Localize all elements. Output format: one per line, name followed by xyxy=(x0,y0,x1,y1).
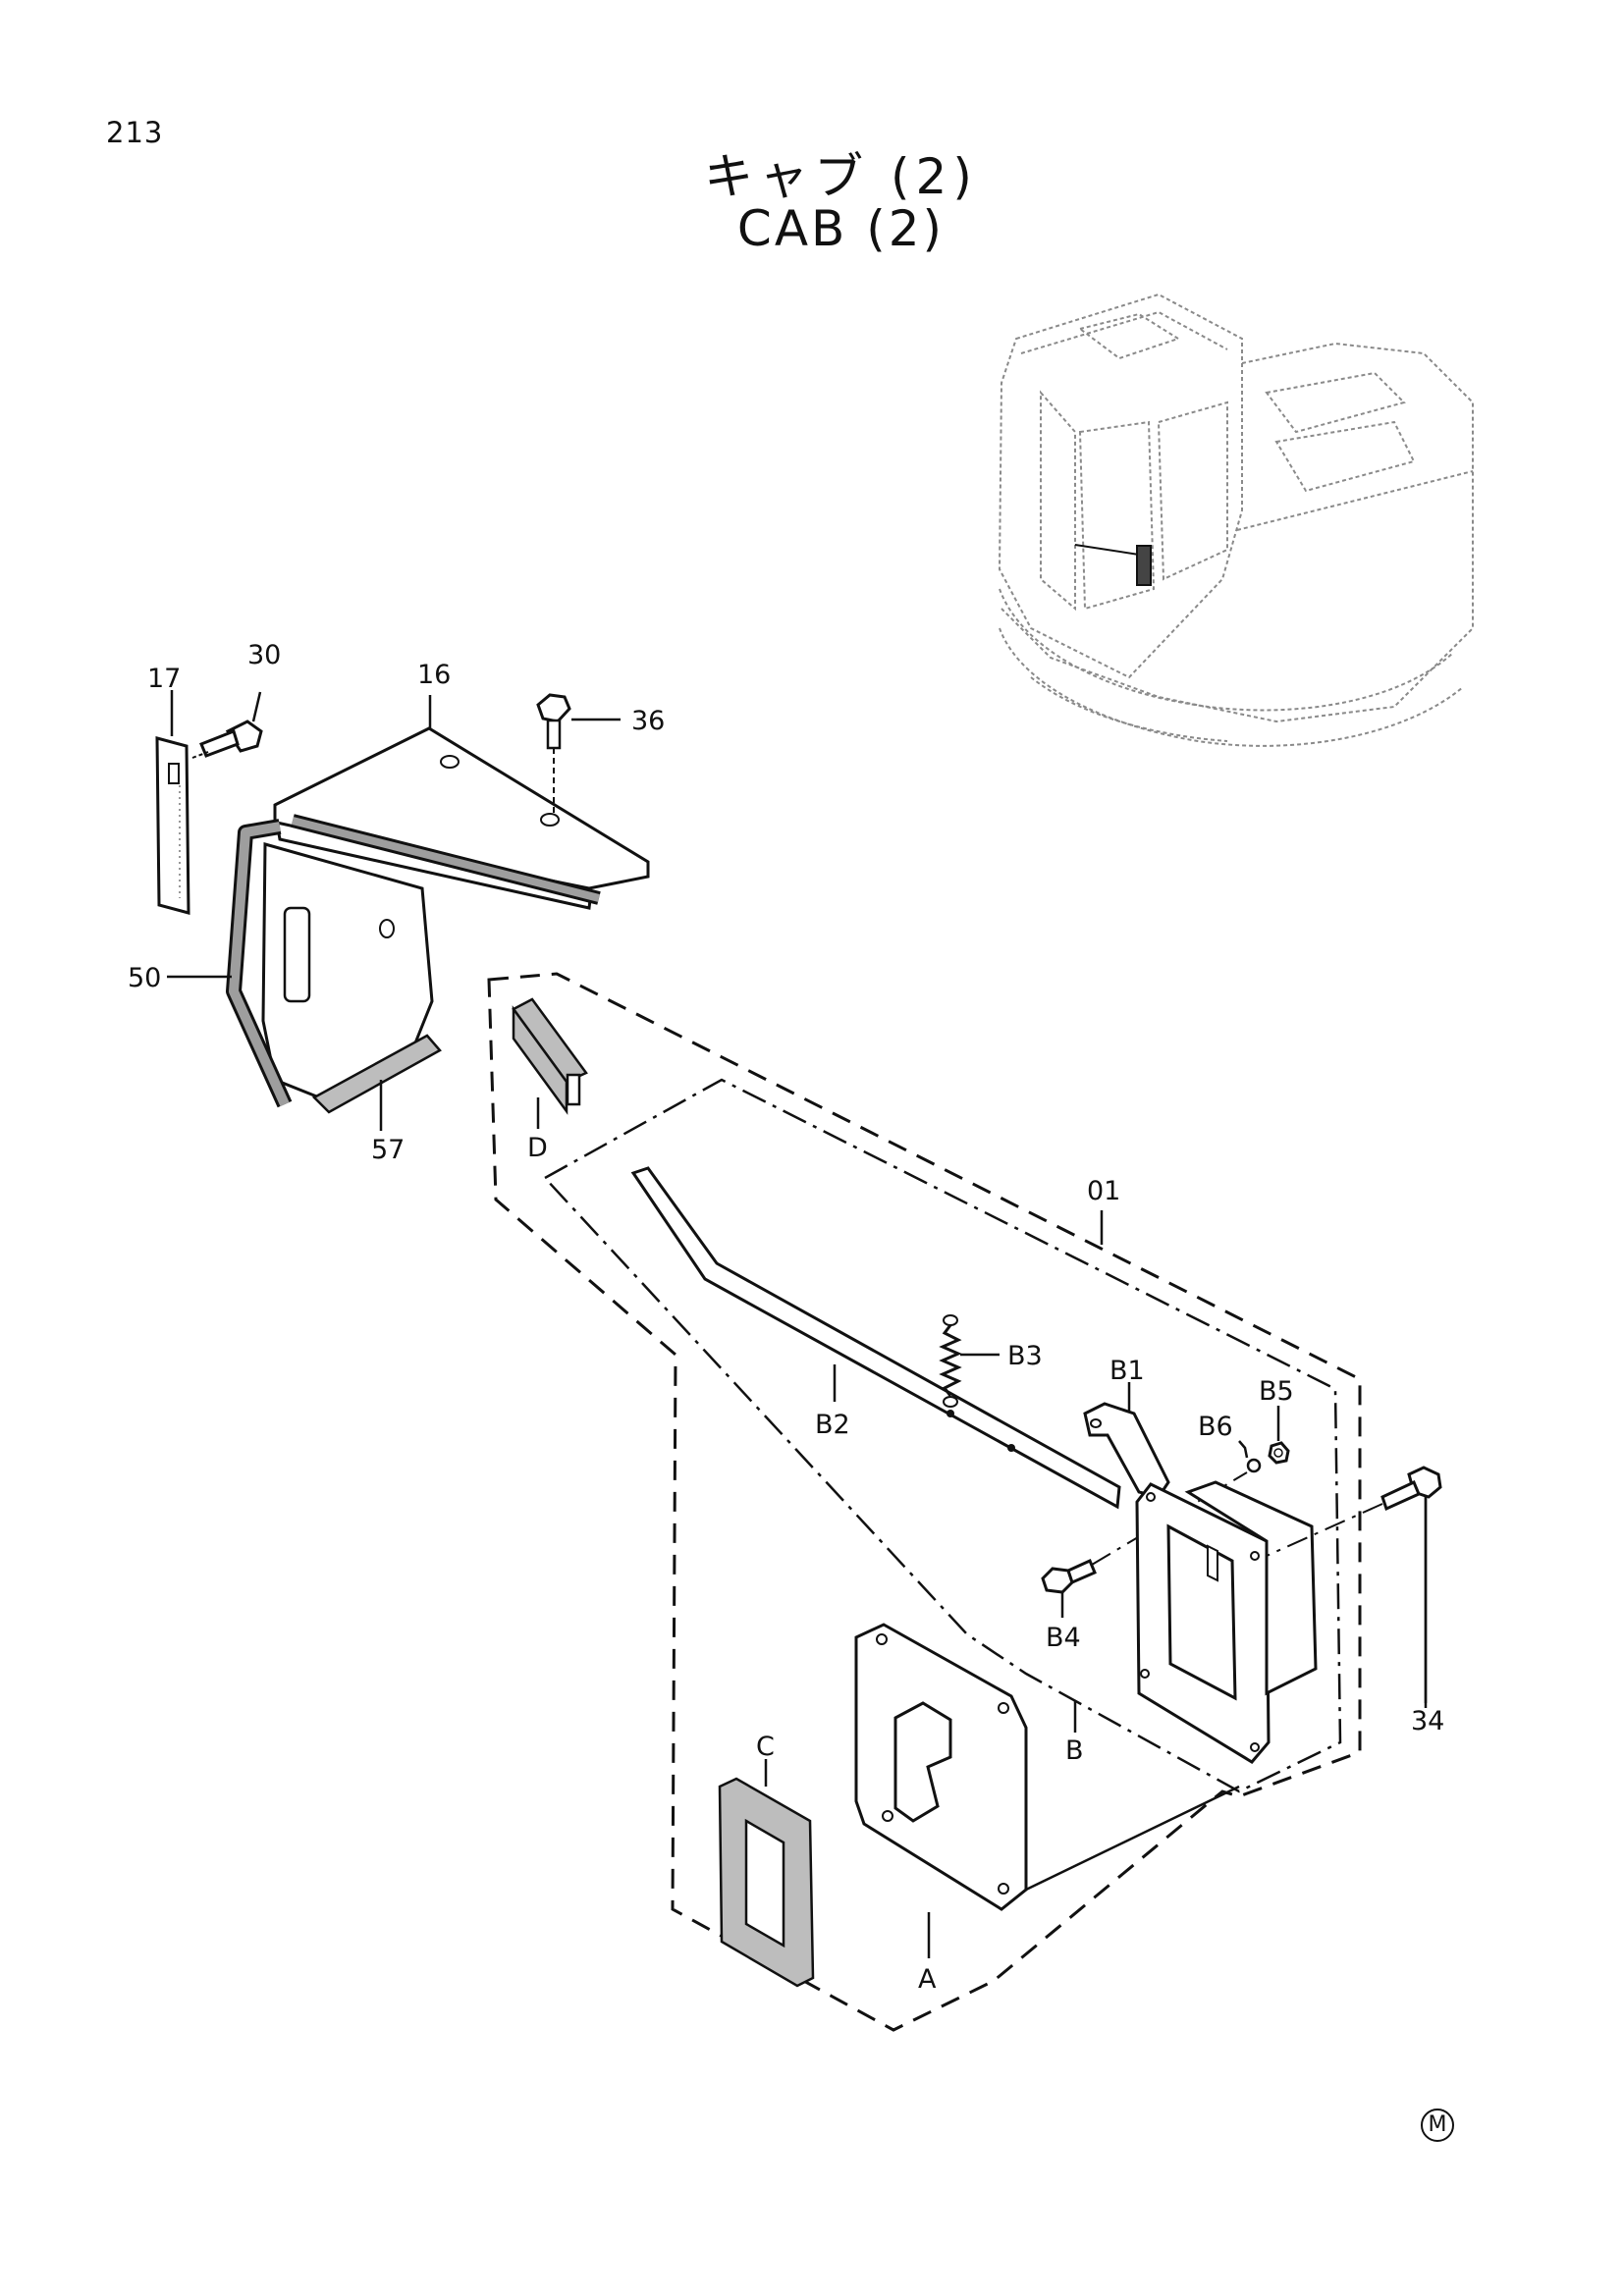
footer-mark: M xyxy=(1421,2109,1454,2142)
title-english: CAB (2) xyxy=(736,200,946,257)
callout-b2: B2 xyxy=(815,1410,850,1440)
callout-34: 34 xyxy=(1411,1706,1444,1736)
part-b-housing xyxy=(1073,1480,1318,1764)
part-57-seal xyxy=(311,1034,442,1131)
part-c-gasket xyxy=(718,1759,815,1988)
part-16-bracket xyxy=(261,695,650,1101)
callout-labels: 17 30 16 36 50 57 D 01 B3 B2 B1 B6 B5 B4… xyxy=(128,640,1444,1995)
part-30-bolt xyxy=(191,691,263,759)
callout-b1: B1 xyxy=(1109,1356,1145,1386)
callout-b3: B3 xyxy=(1007,1341,1043,1371)
part-34-bolt xyxy=(1266,1466,1442,1708)
callout-b4: B4 xyxy=(1046,1623,1081,1653)
part-36-screw xyxy=(536,693,621,817)
callout-01: 01 xyxy=(1087,1176,1120,1206)
callout-b: B xyxy=(1065,1735,1084,1766)
part-b5-nut xyxy=(1268,1406,1290,1465)
callout-17: 17 xyxy=(147,664,181,694)
subassembly-b-boundary xyxy=(543,1078,1342,1793)
callout-57: 57 xyxy=(371,1135,405,1165)
callout-16: 16 xyxy=(417,660,451,690)
part-b6-washer xyxy=(1238,1440,1262,1473)
callout-30: 30 xyxy=(247,640,281,670)
callout-d: D xyxy=(527,1133,548,1163)
part-50-channel xyxy=(167,814,601,1108)
callout-50: 50 xyxy=(128,963,161,993)
assembly-boundary xyxy=(487,972,1362,2032)
title-japanese: キャブ (2) xyxy=(704,148,978,205)
callout-b5: B5 xyxy=(1259,1376,1294,1407)
callout-c: C xyxy=(756,1732,775,1762)
part-b2-rod xyxy=(630,1166,1121,1510)
part-17-plate xyxy=(155,690,190,915)
part-b3-spring xyxy=(939,1314,1000,1408)
part-d-grommet xyxy=(512,997,588,1129)
callout-a: A xyxy=(918,1964,937,1995)
callout-b6: B6 xyxy=(1198,1412,1233,1442)
page-number: 213 xyxy=(106,116,164,149)
callout-36: 36 xyxy=(631,706,665,736)
machine-overview xyxy=(998,293,1474,747)
part-a-cover xyxy=(854,1623,1240,1958)
